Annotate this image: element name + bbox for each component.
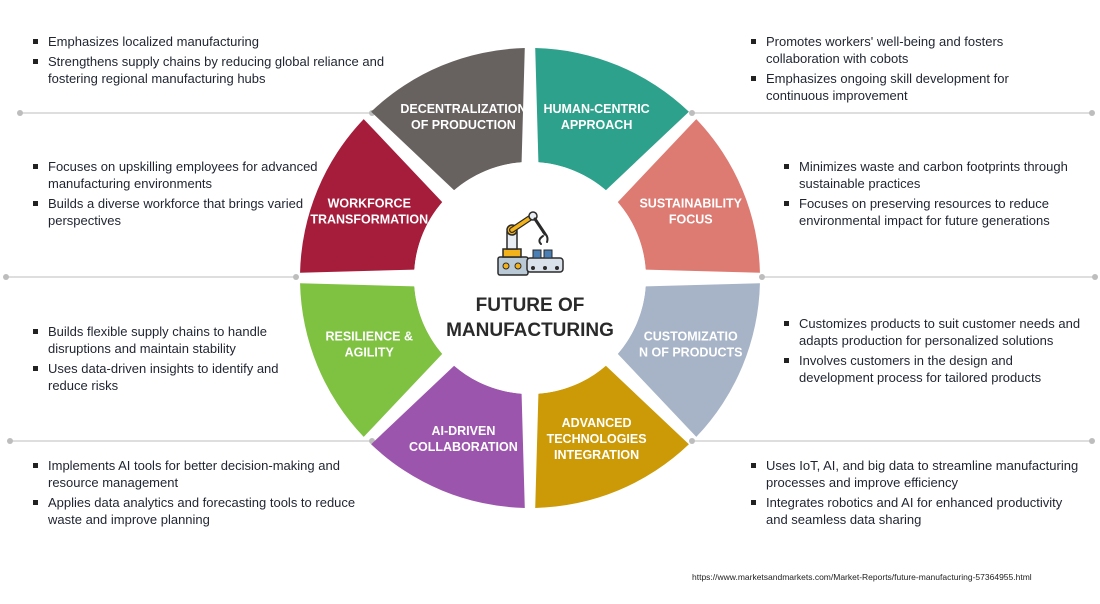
bullet-item: Emphasizes localized manufacturing xyxy=(31,33,386,50)
bullet-item: Implements AI tools for better decision-… xyxy=(31,457,386,491)
segment-human-centric xyxy=(535,48,689,191)
segment-resilience xyxy=(300,283,443,437)
bullet-item: Involves customers in the design and dev… xyxy=(782,352,1082,386)
connector-dot xyxy=(7,438,13,444)
bullet-item: Uses data-driven insights to identify an… xyxy=(31,360,306,394)
segment-decentralization xyxy=(371,48,525,191)
bullet-item: Promotes workers' well-being and fosters… xyxy=(749,33,1049,67)
segment-advanced-tech xyxy=(535,365,689,508)
robot-arm-icon xyxy=(497,211,564,276)
connector-dot xyxy=(293,274,299,280)
wheel-segments xyxy=(300,48,760,508)
center-circle xyxy=(414,162,646,394)
text-block-ai-collaboration: Implements AI tools for better decision-… xyxy=(31,457,386,531)
text-block-customization: Customizes products to suit customer nee… xyxy=(782,315,1082,389)
connector-dot xyxy=(759,274,765,280)
connector-dot xyxy=(1089,110,1095,116)
bullet-item: Builds flexible supply chains to handle … xyxy=(31,323,306,357)
source-url: https://www.marketsandmarkets.com/Market… xyxy=(692,572,1032,582)
connector-lines xyxy=(3,110,1098,444)
connector-dot xyxy=(1089,438,1095,444)
connector-dot xyxy=(689,110,695,116)
connector-dot xyxy=(1092,274,1098,280)
bullet-item: Uses IoT, AI, and big data to streamline… xyxy=(749,457,1079,491)
segment-label-resilience: RESILIENCE &AGILITY xyxy=(325,330,413,360)
connector-dot xyxy=(17,110,23,116)
text-block-resilience: Builds flexible supply chains to handle … xyxy=(31,323,306,397)
bullet-item: Customizes products to suit customer nee… xyxy=(782,315,1082,349)
text-block-advanced-tech: Uses IoT, AI, and big data to streamline… xyxy=(749,457,1079,531)
segment-sustainability xyxy=(617,119,760,273)
text-block-human-centric: Promotes workers' well-being and fosters… xyxy=(749,33,1049,107)
segment-ai-collab xyxy=(371,365,525,508)
bullet-item: Minimizes waste and carbon footprints th… xyxy=(782,158,1082,192)
bullet-item: Applies data analytics and forecasting t… xyxy=(31,494,386,528)
bullet-item: Strengthens supply chains by reducing gl… xyxy=(31,53,386,87)
bullet-item: Emphasizes ongoing skill development for… xyxy=(749,70,1049,104)
bullet-item: Focuses on preserving resources to reduc… xyxy=(782,195,1082,229)
segment-customization xyxy=(617,283,760,437)
bullet-item: Focuses on upskilling employees for adva… xyxy=(31,158,321,192)
bullet-item: Integrates robotics and AI for enhanced … xyxy=(749,494,1079,528)
connector-dot xyxy=(3,274,9,280)
bullet-item: Builds a diverse workforce that brings v… xyxy=(31,195,321,229)
text-block-sustainability: Minimizes waste and carbon footprints th… xyxy=(782,158,1082,232)
text-block-workforce: Focuses on upskilling employees for adva… xyxy=(31,158,321,232)
segment-workforce xyxy=(300,119,443,273)
text-block-decentralization: Emphasizes localized manufacturing Stren… xyxy=(31,33,386,90)
connector-dot xyxy=(689,438,695,444)
